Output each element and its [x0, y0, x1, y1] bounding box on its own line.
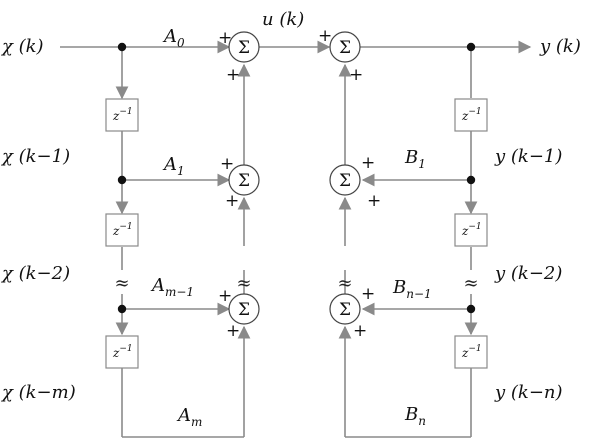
delay-box-right-3: z−1	[454, 335, 488, 369]
svg-text:z−1: z−1	[461, 107, 482, 123]
delay-box-left-1: z−1	[105, 98, 139, 132]
gain-am: Am	[176, 405, 202, 429]
plus-sign: +	[226, 65, 240, 85]
svg-text:z−1: z−1	[461, 344, 482, 360]
junction-dot	[466, 42, 476, 52]
gain-b1: B1	[404, 147, 426, 171]
plus-sign: +	[318, 26, 332, 46]
gain-am-1: Am−1	[150, 275, 194, 299]
junction-dot	[117, 42, 127, 52]
gain-a1: A1	[162, 154, 185, 178]
svg-text:Σ: Σ	[238, 38, 250, 58]
delay-box-right-2: z−1	[454, 213, 488, 247]
continuation-mark: ≈	[463, 273, 478, 294]
label-y-k-n: y (k−n)	[494, 382, 563, 403]
continuation-mark: ≈	[236, 273, 251, 294]
svg-text:z−1: z−1	[112, 107, 133, 123]
plus-sign: +	[226, 321, 240, 341]
label-y-k-1: y (k−1)	[494, 146, 562, 167]
label-x-k: χ (k)	[0, 36, 44, 57]
svg-text:z−1: z−1	[461, 222, 482, 238]
plus-sign: +	[361, 284, 375, 304]
svg-text:Σ: Σ	[238, 171, 250, 191]
svg-text:z−1: z−1	[112, 222, 133, 238]
svg-text:Σ: Σ	[339, 171, 351, 191]
sum-node-output: Σ	[329, 31, 361, 63]
plus-sign: +	[349, 65, 363, 85]
svg-text:Σ: Σ	[339, 38, 351, 58]
plus-sign: +	[353, 321, 367, 341]
sum-node-b1: Σ	[329, 164, 361, 196]
label-y-k-2: y (k−2)	[494, 263, 562, 284]
junction-dot	[466, 304, 476, 314]
delay-box-left-3: z−1	[105, 335, 139, 369]
label-u-k: u (k)	[262, 9, 304, 30]
svg-text:Σ: Σ	[339, 300, 351, 320]
plus-sign: +	[225, 191, 239, 211]
delay-box-left-2: z−1	[105, 213, 139, 247]
label-x-k-1: χ (k−1)	[0, 146, 70, 167]
sum-node-am1: Σ	[228, 293, 260, 325]
svg-text:z−1: z−1	[112, 344, 133, 360]
junction-dot	[466, 175, 476, 185]
gain-a0: A0	[162, 26, 185, 50]
junction-dot	[117, 304, 127, 314]
junction-dot	[117, 175, 127, 185]
sum-node-a0: Σ	[228, 31, 260, 63]
delay-box-right-1: z−1	[454, 98, 488, 132]
label-y-k: y (k)	[539, 36, 581, 57]
label-x-k-m: χ (k−m)	[0, 382, 76, 403]
plus-sign: +	[361, 153, 375, 173]
label-x-k-2: χ (k−2)	[0, 263, 70, 284]
gain-bn: Bn	[404, 404, 426, 428]
plus-sign: +	[367, 191, 381, 211]
sum-node-bn1: Σ	[329, 293, 361, 325]
plus-sign: +	[220, 154, 234, 174]
plus-sign: +	[218, 286, 232, 306]
gain-bn-1: Bn−1	[392, 277, 432, 301]
continuation-mark: ≈	[114, 273, 129, 294]
continuation-mark: ≈	[337, 273, 352, 294]
plus-sign: +	[218, 28, 232, 48]
sum-node-a1: Σ	[228, 164, 260, 196]
svg-text:Σ: Σ	[238, 300, 250, 320]
